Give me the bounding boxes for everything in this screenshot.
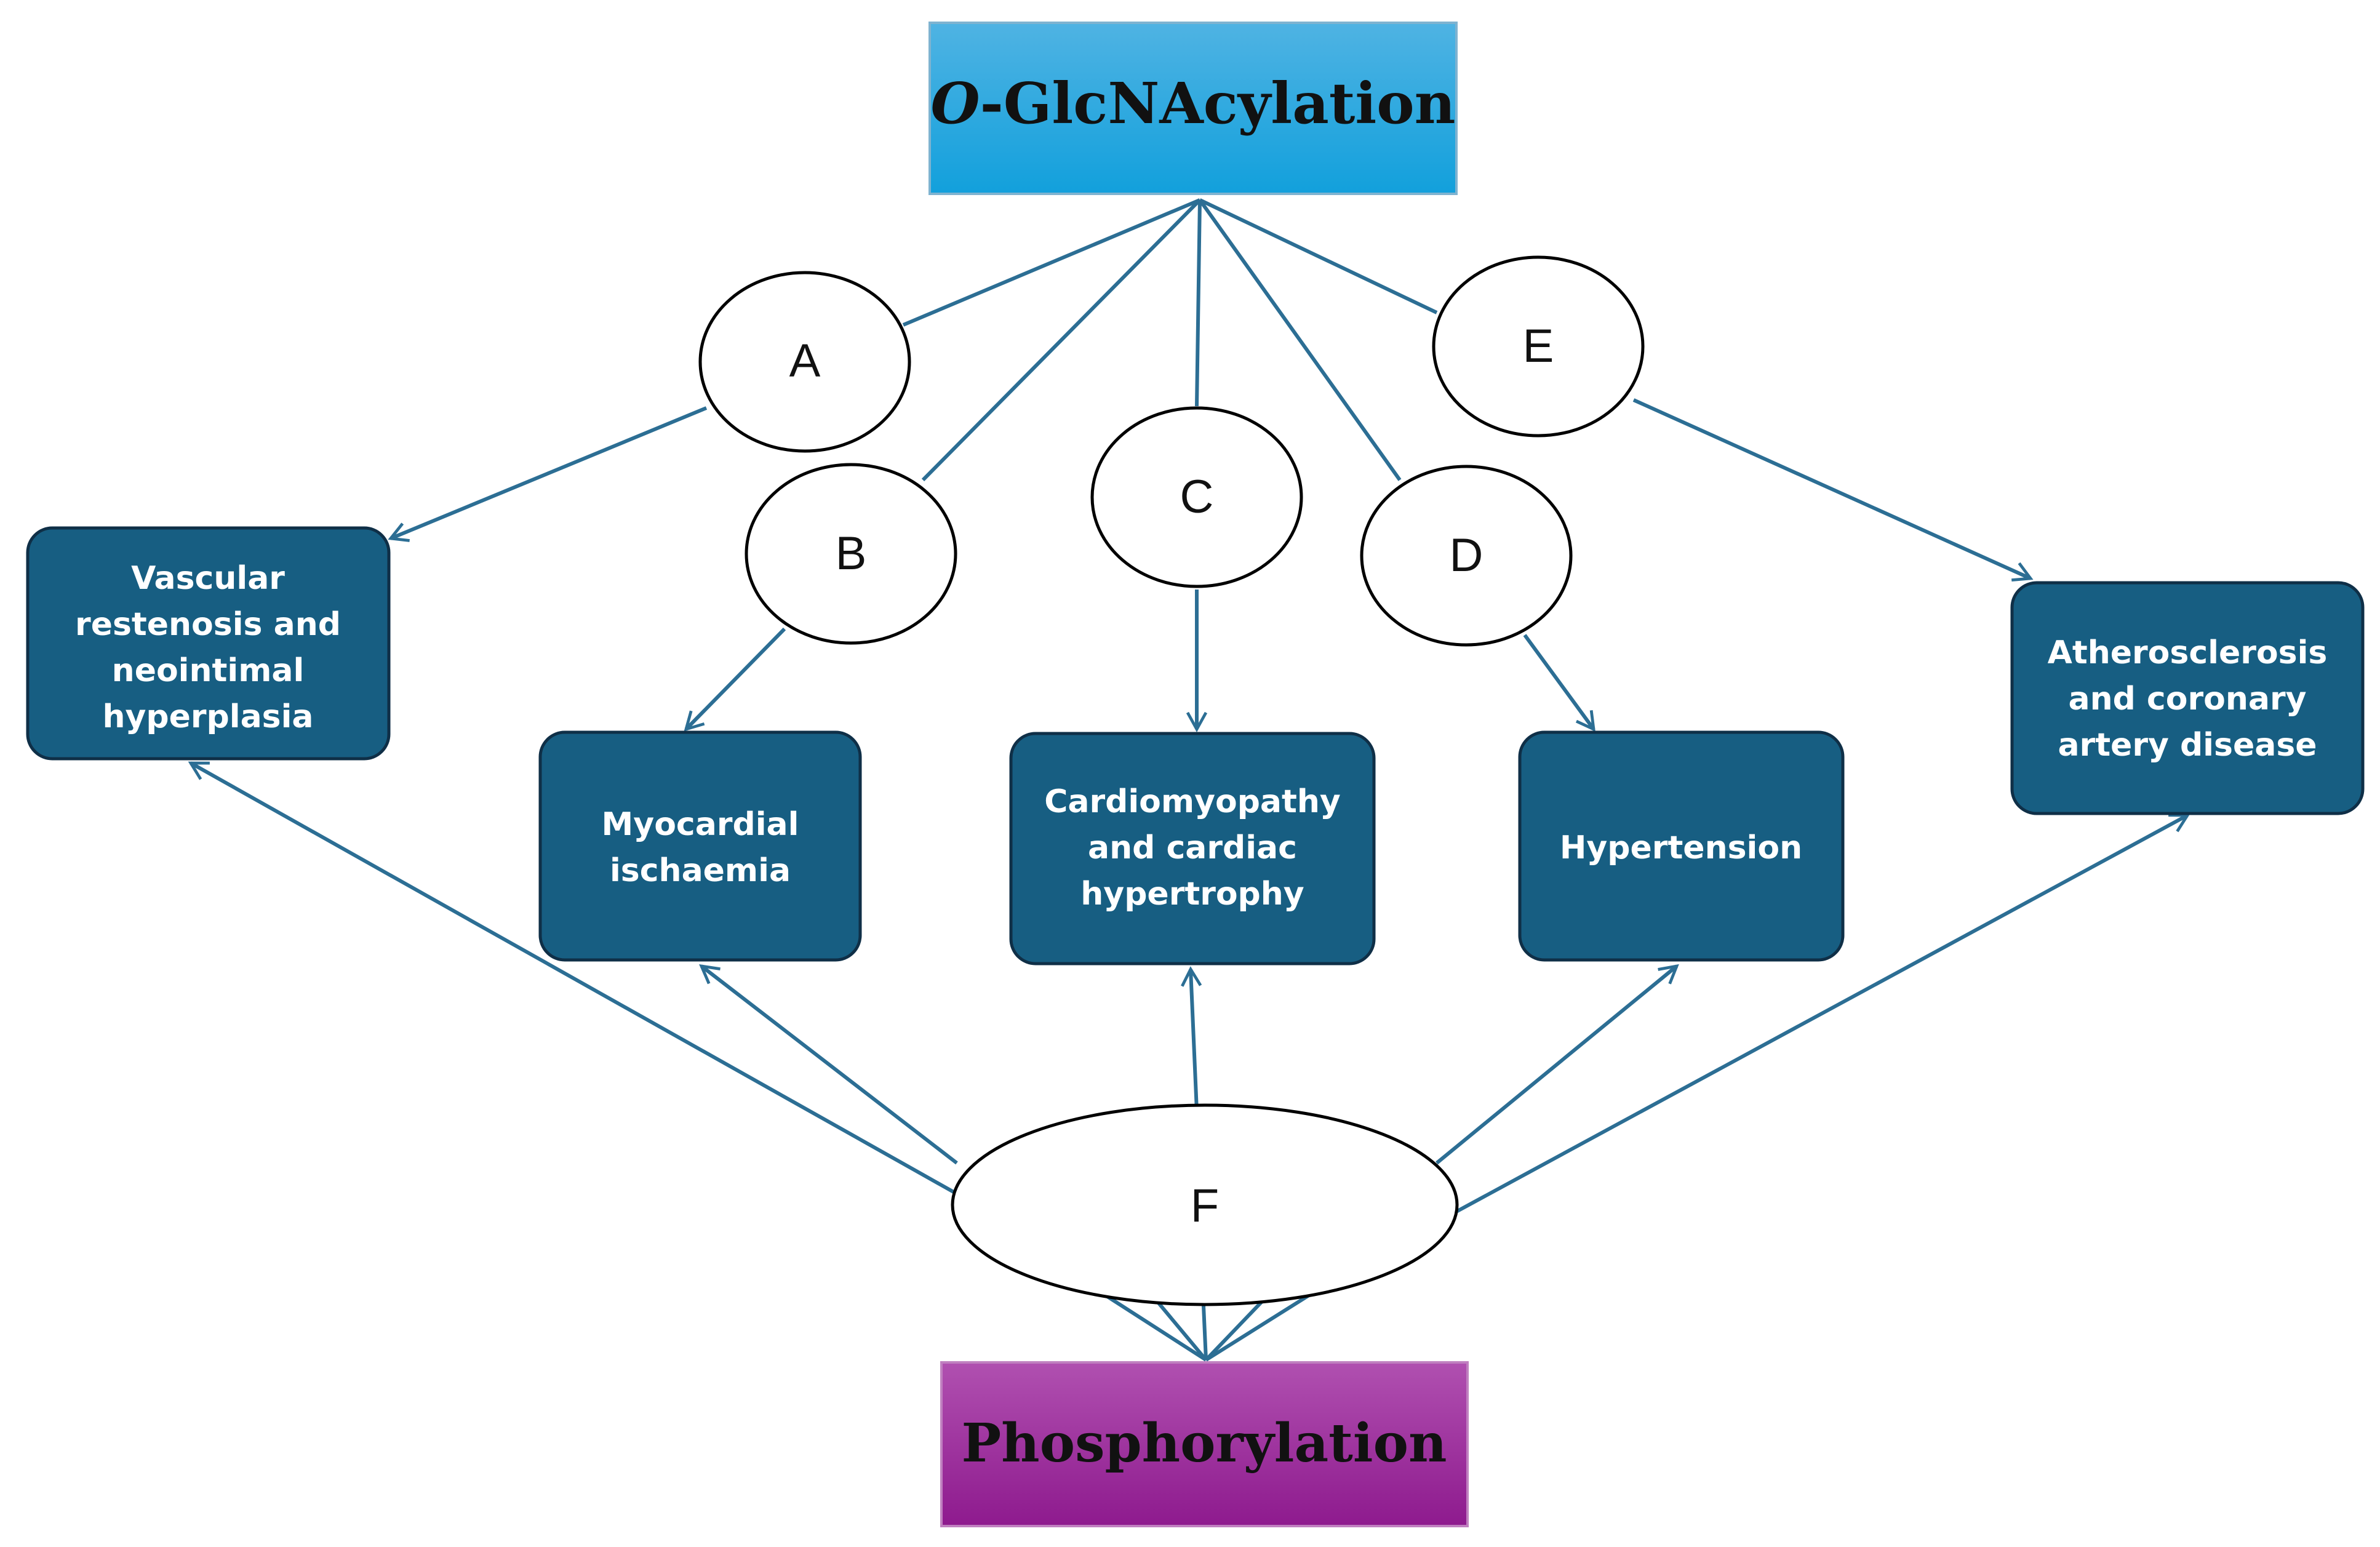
disease-cardiomyopathy: Cardiomyopathy and cardiac hypertrophy: [1009, 732, 1376, 965]
intermediate-edges: [388, 398, 2034, 732]
disease-myocardial: Myocardial ischaemia: [538, 730, 862, 962]
disease-vascular-line-4: hyperplasia: [102, 698, 313, 735]
node-b-ellipse: [745, 463, 957, 645]
edge-d-to-hypertension: [1523, 634, 1595, 732]
edge-glcnac-to-d: [1198, 199, 1402, 481]
node-d: D: [1360, 465, 1573, 647]
disease-vascular-box: [26, 526, 391, 761]
edge-f-to-vascular: [188, 761, 958, 1196]
node-f: F: [951, 1103, 1459, 1306]
phosphorylation-label: Phosphorylation: [962, 1412, 1447, 1474]
phosphorylation-node: Phosphorylation: [940, 1361, 1469, 1527]
disease-hypertension-box: [1518, 730, 1845, 962]
disease-vascular: Vascular restenosis and neointimal hyper…: [26, 526, 391, 761]
node-e-ellipse: [1432, 255, 1645, 438]
disease-cardiomyopathy-line-1: Cardiomyopathy: [1044, 783, 1341, 820]
disease-atherosclerosis-box: [2010, 581, 2365, 815]
glcnacylation-label: O-GlcNAcylation: [930, 70, 1455, 137]
edge-a-to-vascular: [388, 406, 708, 542]
disease-hypertension: Hypertension: [1518, 730, 1845, 962]
phosphorylation-box: [940, 1361, 1469, 1527]
disease-cardiomyopathy-line-3: hypertrophy: [1080, 876, 1304, 913]
edge-f-to-hypertension: [1436, 964, 1679, 1165]
disease-vascular-line-3: neointimal: [112, 652, 305, 689]
node-e-label: E: [1523, 320, 1554, 372]
edge-f-to-cardiomyopathy: [1181, 966, 1202, 1111]
edge-f-to-myocardial: [699, 964, 958, 1165]
node-f-ellipse: [951, 1103, 1459, 1306]
edge-glcnac-to-c: [1195, 199, 1202, 407]
node-a-label: A: [789, 335, 821, 387]
disease-cardiomyopathy-line-2: and cardiac: [1088, 829, 1297, 866]
edge-glcnac-to-e: [1199, 198, 1438, 314]
node-a-ellipse: [698, 271, 911, 453]
disease-cardiomyopathy-box: [1009, 732, 1376, 965]
disease-vascular-line-1: Vascular: [131, 560, 285, 597]
disease-hypertension-line-1: Hypertension: [1560, 829, 1802, 866]
disease-atherosclerosis: Atherosclerosis and coronary artery dise…: [2010, 581, 2365, 815]
edge-e-to-atherosclerosis: [1632, 398, 2034, 582]
disease-vascular-line-2: restenosis and: [75, 606, 341, 643]
node-f-label: F: [1191, 1180, 1219, 1232]
disease-myocardial-line-2: ischaemia: [610, 852, 791, 889]
node-b: B: [745, 463, 957, 645]
node-b-label: B: [836, 527, 867, 580]
node-d-ellipse: [1360, 465, 1573, 647]
node-c-label: C: [1180, 471, 1214, 523]
edge-f-to-atherosclerosis: [1454, 813, 2190, 1214]
disease-atherosclerosis-line-1: Atherosclerosis: [2048, 634, 2328, 671]
edge-b-to-myocardial: [684, 627, 786, 732]
node-e: E: [1432, 255, 1645, 438]
node-a: A: [698, 271, 911, 453]
disease-atherosclerosis-line-3: artery disease: [2058, 727, 2317, 764]
glcnacylation-suffix: -GlcNAcylation: [980, 70, 1456, 137]
disease-atherosclerosis-line-2: and coronary: [2068, 681, 2306, 718]
f-edges: [188, 761, 2190, 1214]
glcnacylation-node: O-GlcNAcylation: [928, 22, 1458, 195]
glcnac-edges: [902, 198, 1438, 482]
glcnacylation-box: [928, 22, 1458, 195]
disease-myocardial-line-1: Myocardial: [602, 806, 799, 843]
node-c-ellipse: [1090, 406, 1303, 588]
disease-myocardial-box: [538, 730, 862, 962]
edge-glcnac-to-a: [902, 198, 1201, 327]
glcnacylation-prefix: O: [930, 70, 980, 137]
edge-glcnac-to-b: [921, 198, 1202, 482]
node-c: C: [1090, 406, 1303, 588]
node-d-label: D: [1450, 529, 1484, 582]
